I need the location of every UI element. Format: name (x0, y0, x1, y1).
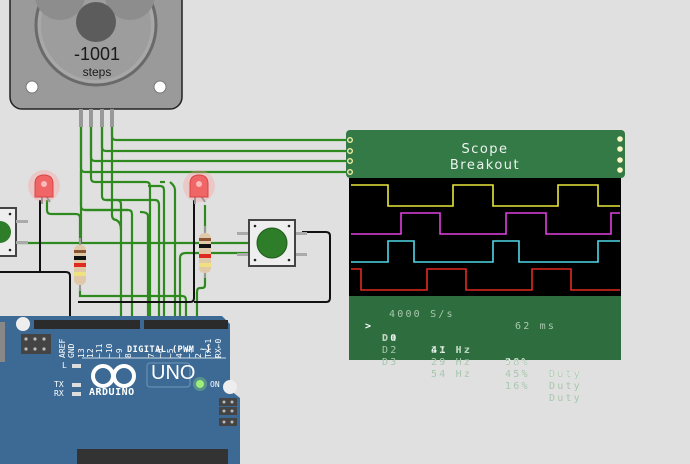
channel-duty-value: 45% (505, 369, 530, 380)
pin-label: ~11 (95, 343, 104, 358)
channel-duty-label: Duty (549, 369, 582, 380)
selection-cursor-icon: > (365, 321, 374, 332)
scope-title-line2: Breakout (449, 158, 521, 173)
pin-label: ~10 (105, 343, 114, 358)
channel-row-d0[interactable]: > D0 41 Hz 38% Duty (349, 309, 580, 380)
channel-duty-value: 16% (505, 381, 530, 392)
waveform-d2 (351, 240, 620, 263)
channel-frequency: 27 Hz (431, 345, 473, 356)
led-label-l: L (62, 361, 67, 370)
pin-label: 13 (77, 348, 86, 358)
channel-duty-label: Duty (549, 369, 582, 380)
channel-frequency: 41 Hz (431, 345, 473, 356)
digital-header-label: DIGITAL (PWM ~) (127, 345, 212, 355)
pin-label: 12 (86, 348, 95, 358)
channel-duty-label: Duty (549, 381, 582, 392)
pin-label: ~9 (115, 348, 124, 358)
stepper-wires (0, 127, 348, 324)
arduino-uno-board[interactable] (0, 316, 240, 464)
pin-label: GND (67, 343, 76, 358)
channel-duty-value: 58% (505, 357, 530, 368)
led-label-rx: RX (54, 389, 64, 398)
ground-wires (0, 200, 331, 324)
channel-duty-value: 38% (505, 357, 530, 368)
scope-readout-panel: 4000 S/s 62 ms > D0 41 Hz 38% Duty D1 27… (349, 296, 621, 404)
waveform-d1 (351, 212, 620, 235)
scope-waveforms (351, 184, 620, 291)
arduino-brand: ARDUINO (89, 387, 135, 398)
waveform-d0 (351, 184, 620, 207)
channel-row-d3[interactable]: D3 54 Hz 16% Duty (349, 345, 580, 404)
channel-name: D0 (382, 333, 399, 344)
scope-breakout[interactable] (346, 130, 625, 296)
led-left[interactable] (28, 170, 60, 204)
capture-window: 62 ms (515, 321, 557, 332)
resistor-right[interactable] (199, 226, 211, 278)
led-label-tx: TX (54, 380, 64, 389)
arduino-logo-icon (91, 364, 136, 388)
channel-frequency: 29 Hz (431, 357, 473, 368)
push-button-right[interactable] (237, 219, 307, 267)
sample-rate: 4000 S/s (389, 309, 455, 320)
arduino-model: UNO (151, 362, 196, 384)
channel-row-d2[interactable]: D2 29 Hz 45% Duty (349, 333, 580, 392)
channel-frequency: 54 Hz (431, 369, 473, 380)
stepper-unit-label: steps (82, 65, 112, 79)
pin-label: RX←0 (214, 338, 223, 358)
stepper-motor[interactable] (9, 0, 183, 127)
scope-title-line1: Scope (461, 142, 509, 157)
power-led-label: ON (210, 380, 220, 389)
waveform-d3 (351, 268, 620, 291)
stepper-position-value: -1001 (73, 44, 121, 64)
channel-name: D3 (382, 357, 399, 368)
channel-row-d1[interactable]: D1 27 Hz 58% Duty (349, 321, 580, 380)
resistor-left[interactable] (74, 238, 86, 291)
channel-duty-label: Duty (549, 393, 582, 404)
channel-name: D2 (382, 345, 399, 356)
channel-name: D1 (382, 333, 399, 344)
readout-header-row: 4000 S/s 62 ms (349, 297, 554, 332)
push-button-left[interactable] (0, 207, 28, 257)
pin-label: AREF (58, 338, 67, 358)
led-right[interactable] (183, 170, 215, 204)
